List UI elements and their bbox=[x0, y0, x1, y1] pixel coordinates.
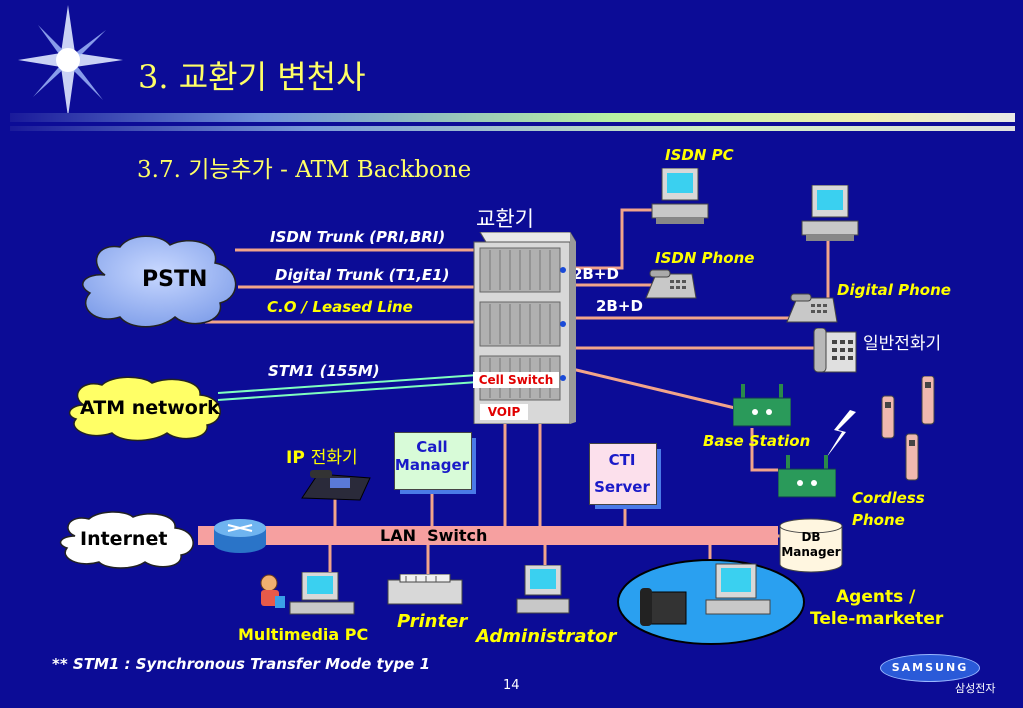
cti-server-label-line2: Server bbox=[594, 478, 650, 496]
digital-phone-label: Digital Phone bbox=[837, 281, 951, 299]
workstation-pc-icon bbox=[801, 185, 859, 241]
digital-phone-icon bbox=[786, 293, 838, 323]
cordless-label-line2: Phone bbox=[852, 511, 905, 529]
star-logo-icon bbox=[18, 5, 123, 117]
lan-switch-bar bbox=[198, 526, 778, 545]
isdn-phone-label: ISDN Phone bbox=[655, 249, 755, 267]
multimedia-pc-icon bbox=[289, 572, 355, 615]
pstn-label: PSTN bbox=[142, 267, 208, 292]
ip-phone-label-prefix: IP bbox=[286, 448, 305, 468]
administrator-pc-icon bbox=[516, 565, 570, 614]
pstn-cloud-icon bbox=[82, 235, 237, 328]
lan-switch-label: LAN Switch bbox=[380, 526, 488, 545]
company-name: 삼성전자 bbox=[955, 682, 996, 695]
base-station-label: Base Station bbox=[703, 432, 811, 450]
exchange-switch-icon bbox=[473, 232, 576, 424]
agents-label-line1: Agents / bbox=[836, 587, 916, 607]
isdn-phone-icon bbox=[645, 269, 697, 299]
base-station-icon bbox=[733, 384, 791, 427]
isdn-pc-label: ISDN PC bbox=[665, 146, 734, 164]
cti-server-label-line1: CTI bbox=[608, 451, 636, 469]
call-manager-label-line2: Manager bbox=[394, 456, 470, 474]
cell-switch-tag: Cell Switch bbox=[473, 372, 559, 388]
printer-label: Printer bbox=[397, 611, 468, 632]
page-title: 3. 교환기 변천사 bbox=[138, 58, 366, 96]
title-divider-bar-thin bbox=[10, 126, 1015, 131]
isdn-trunk-label: ISDN Trunk (PRI,BRI) bbox=[270, 228, 446, 246]
atm-network-label: ATM network bbox=[80, 397, 220, 419]
db-manager-label-line1: DB bbox=[801, 530, 821, 544]
cordless-label-line1: Cordless bbox=[852, 489, 925, 507]
cordless-handset-icon bbox=[881, 376, 935, 481]
ip-phone-label: IP 전화기 bbox=[286, 443, 358, 468]
printer-icon bbox=[387, 574, 463, 605]
db-manager-label-line2: Manager bbox=[781, 545, 841, 559]
multimedia-user-icon bbox=[260, 574, 285, 608]
footnote: ** STM1 : Synchronous Transfer Mode type… bbox=[52, 655, 431, 673]
router-icon bbox=[214, 519, 266, 553]
call-manager-box bbox=[394, 432, 472, 490]
db-manager-icon bbox=[779, 518, 843, 573]
internet-cloud-icon bbox=[59, 511, 194, 569]
title-divider-bar bbox=[10, 113, 1015, 122]
administrator-label: Administrator bbox=[476, 626, 617, 647]
agents-area-icon bbox=[617, 559, 805, 645]
call-manager-label-line1: Call bbox=[416, 438, 448, 456]
internet-label: Internet bbox=[80, 528, 168, 550]
page-number: 14 bbox=[503, 678, 520, 693]
cordless-base-icon bbox=[778, 455, 836, 498]
multimedia-pc-label: Multimedia PC bbox=[238, 625, 369, 644]
general-phone-icon bbox=[813, 328, 857, 373]
twobd-label-2: 2B+D bbox=[596, 297, 643, 315]
voip-tag: VOIP bbox=[480, 404, 528, 420]
ip-phone-icon bbox=[301, 470, 371, 501]
page-subtitle: 3.7. 기능추가 - ATM Backbone bbox=[137, 157, 472, 183]
stm1-label: STM1 (155M) bbox=[268, 362, 380, 380]
twobd-label-1: 2B+D bbox=[572, 265, 619, 283]
exchange-label: 교환기 bbox=[476, 207, 534, 231]
agents-label-line2: Tele-marketer bbox=[810, 609, 944, 629]
general-phone-label: 일반전화기 bbox=[863, 334, 942, 354]
isdn-pc-icon bbox=[651, 168, 709, 224]
co-leased-line-label: C.O / Leased Line bbox=[267, 298, 413, 316]
wireless-signal-icon bbox=[826, 410, 856, 458]
samsung-logo: SAMSUNG bbox=[880, 654, 980, 682]
cti-server-box bbox=[589, 443, 657, 505]
ip-phone-label-suffix: 전화기 bbox=[310, 448, 358, 468]
atm-cloud-icon bbox=[68, 376, 221, 442]
digital-trunk-label: Digital Trunk (T1,E1) bbox=[275, 266, 450, 284]
